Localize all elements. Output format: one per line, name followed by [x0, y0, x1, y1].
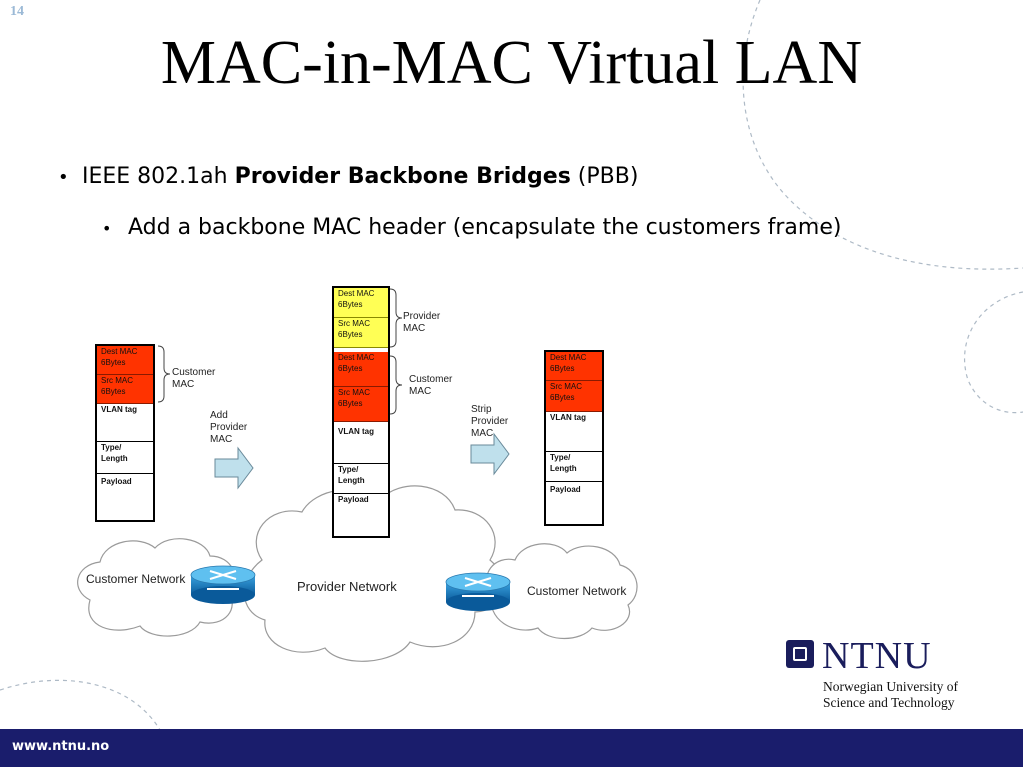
- field-vlan-tag: VLAN tag: [334, 426, 388, 464]
- bullet-2: • Add a backbone MAC header (encapsulate …: [102, 215, 841, 240]
- arrow-strip-provider-mac: [470, 432, 510, 476]
- brace-customer-mac-middle: [389, 355, 403, 415]
- field-type-length: Type/Length: [97, 442, 153, 474]
- ntnu-logo-icon: [786, 640, 814, 668]
- bullet-dot: •: [102, 219, 112, 238]
- bullet-1-bold: Provider Backbone Bridges: [234, 164, 571, 189]
- slide-title: MAC-in-MAC Virtual LAN: [160, 29, 863, 97]
- label-customer-network-right: Customer Network: [527, 584, 627, 598]
- brace-provider-mac: [389, 288, 403, 348]
- router-icon-right: [445, 572, 511, 611]
- brace-customer-mac-left: [157, 345, 171, 403]
- footer-url[interactable]: www.ntnu.no: [12, 739, 110, 754]
- footer-bar: www.ntnu.no: [0, 729, 1023, 767]
- bullet-dot: •: [58, 167, 69, 188]
- label-provider-network: Provider Network: [297, 579, 397, 594]
- arrow-add-provider-mac: [214, 446, 254, 490]
- field-type-length: Type/Length: [334, 464, 388, 494]
- label-customer-network-left: Customer Network: [86, 572, 186, 586]
- field-payload: Payload: [546, 484, 602, 520]
- bullet-2-text: Add a backbone MAC header (encapsulate t…: [128, 215, 842, 240]
- ntnu-logo-text: NTNU: [822, 635, 932, 677]
- router-icon-left: [190, 565, 256, 604]
- bullet-1: •IEEE 802.1ah Provider Backbone Bridges …: [58, 164, 638, 189]
- customer-cloud-right: [486, 543, 638, 639]
- bullet-1-prefix: IEEE 802.1ah: [82, 164, 235, 189]
- field-payload: Payload: [334, 494, 388, 532]
- field-vlan-tag: VLAN tag: [546, 412, 602, 452]
- field-vlan-tag: VLAN tag: [97, 404, 153, 442]
- field-payload: Payload: [97, 476, 153, 516]
- bullet-1-suffix: (PBB): [570, 164, 639, 189]
- field-type-length: Type/Length: [546, 452, 602, 482]
- slide-number: 14: [10, 4, 24, 19]
